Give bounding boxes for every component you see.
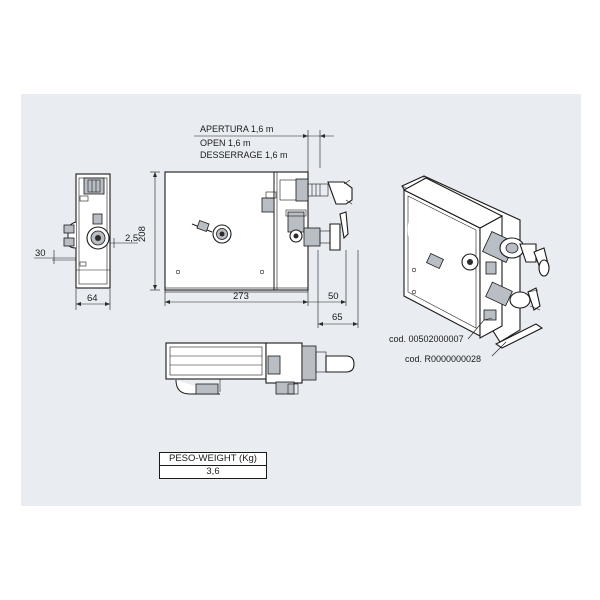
front-view [150,130,359,328]
dim-height: 208 [137,226,148,242]
dim-side-gap: 2,5 [125,233,138,244]
dim-length: 273 [233,291,249,302]
label-opening-it: APERTURA 1,6 m [200,124,273,134]
label-opening-fr: DESSERRAGE 1,6 m [200,150,288,160]
dim-valve-total: 65 [332,312,343,323]
label-code-a: cod. 00502000007 [389,334,464,344]
dim-side-offset: 30 [35,248,46,259]
dim-valve-offset: 50 [328,291,339,302]
dim-side-width: 64 [87,293,98,304]
weight-table-header: PESO-WEIGHT (Kg) [159,452,267,466]
weight-table-value: 3,6 [159,465,267,479]
label-code-b: cod. R0000000028 [405,354,481,364]
weight-table: PESO-WEIGHT (Kg) 3,6 [159,452,267,479]
isometric-view [401,175,550,357]
side-view [34,173,138,310]
label-opening-en: OPEN 1,6 m [200,138,251,148]
top-view [165,342,355,395]
